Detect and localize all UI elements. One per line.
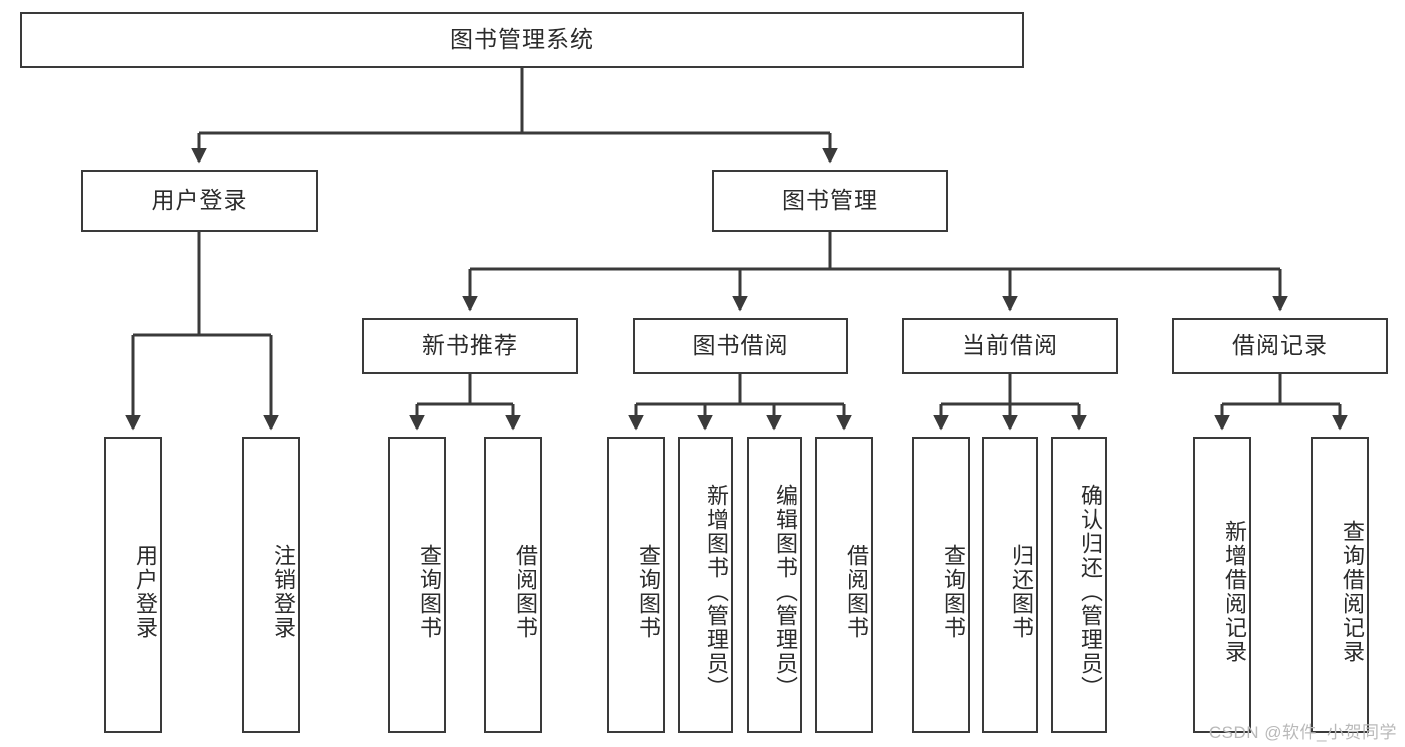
node-book-borrow[interactable]: 图书借阅 [633, 318, 848, 374]
node-borrow-record[interactable]: 借阅记录 [1172, 318, 1388, 374]
node-user-login[interactable]: 用户登录 [81, 170, 318, 232]
watermark: CSDN @软件_小贺同学 [1208, 723, 1397, 742]
node-current-borrow[interactable]: 当前借阅 [902, 318, 1118, 374]
node-leaf-confirm-return-admin[interactable]: 确认归还（管理员） [1051, 437, 1107, 733]
node-new-book-recommend[interactable]: 新书推荐 [362, 318, 578, 374]
node-leaf-add-borrow-record[interactable]: 新增借阅记录 [1193, 437, 1251, 733]
node-root[interactable]: 图书管理系统 [20, 12, 1024, 68]
node-leaf-query-book-1[interactable]: 查询图书 [388, 437, 446, 733]
node-leaf-borrow-book-1[interactable]: 借阅图书 [484, 437, 542, 733]
node-leaf-logout-login[interactable]: 注销登录 [242, 437, 300, 733]
node-leaf-add-book-admin[interactable]: 新增图书（管理员） [678, 437, 733, 733]
node-leaf-return-book[interactable]: 归还图书 [982, 437, 1038, 733]
node-leaf-query-book-3[interactable]: 查询图书 [912, 437, 970, 733]
node-leaf-query-book-2[interactable]: 查询图书 [607, 437, 665, 733]
node-leaf-user-login[interactable]: 用户登录 [104, 437, 162, 733]
node-leaf-borrow-book-2[interactable]: 借阅图书 [815, 437, 873, 733]
node-book-management[interactable]: 图书管理 [712, 170, 948, 232]
node-leaf-query-borrow-record[interactable]: 查询借阅记录 [1311, 437, 1369, 733]
node-leaf-edit-book-admin[interactable]: 编辑图书（管理员） [747, 437, 802, 733]
